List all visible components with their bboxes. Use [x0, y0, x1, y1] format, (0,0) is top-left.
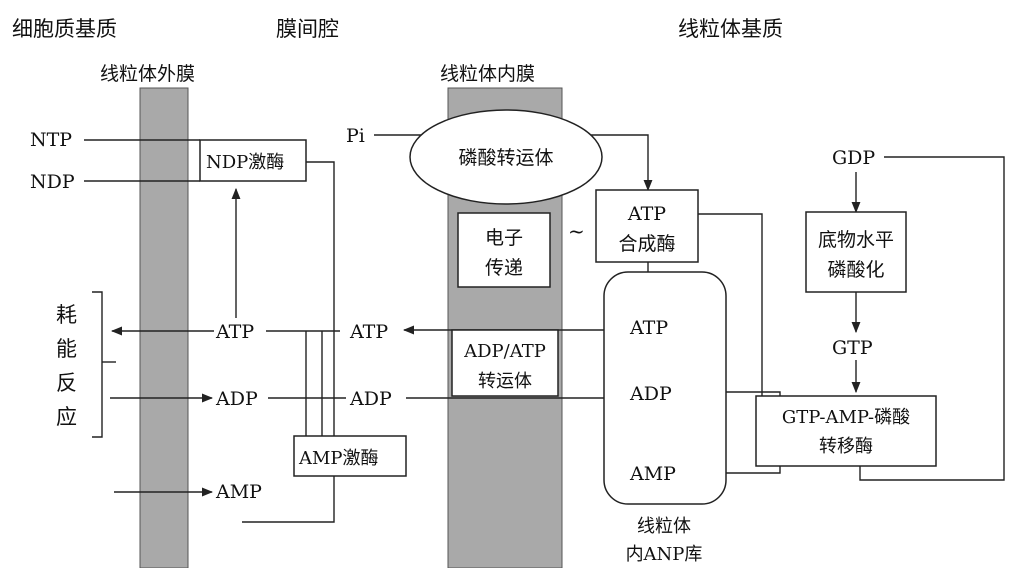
electron-transport-label-1: 电子: [485, 227, 523, 249]
anp-pool-box: [603, 271, 727, 505]
substrate-phosphorylation-label-1: 底物水平: [818, 229, 894, 251]
cytoplasm-header: 细胞质基质: [12, 17, 117, 41]
matrix-header: 线粒体基质: [678, 17, 783, 41]
anp-pool-label-1: 线粒体: [637, 516, 691, 537]
amp-matrix-label: AMP: [629, 463, 676, 485]
atp-synthase-box: [595, 189, 699, 263]
inner-membrane-label: 线粒体内膜: [440, 63, 535, 85]
energy-reaction-char-4: 应: [56, 405, 77, 429]
ndp-kinase-box: [199, 139, 307, 182]
coupling-symbol: ~: [568, 219, 585, 243]
adp-atp-transporter-box: [451, 329, 559, 397]
energy-reaction-char-1: 耗: [56, 303, 77, 327]
atp-intermembrane-label: ATP: [349, 321, 388, 343]
energy-bracket: [92, 291, 103, 438]
energy-reaction-char-2: 能: [56, 337, 77, 361]
outer-membrane: [139, 87, 189, 568]
gtp-label: GTP: [832, 337, 873, 359]
gtp-amp-transferase-label-1: GTP-AMP-磷酸: [782, 407, 910, 428]
intermembrane-header: 膜间腔: [276, 17, 339, 41]
atp-synthase-label-2: 合成酶: [618, 233, 675, 255]
gdp-label: GDP: [832, 147, 875, 169]
adp-intermembrane-label: ADP: [349, 388, 392, 410]
amp-cytoplasm-label: AMP: [215, 481, 262, 503]
substrate-phosphorylation-label-2: 磷酸化: [827, 259, 884, 281]
anp-pool-label-2: 内ANP库: [626, 544, 703, 565]
substrate-phosphorylation-box: [805, 211, 907, 293]
gtp-amp-transferase-box: [755, 395, 937, 467]
outer-membrane-label: 线粒体外膜: [100, 63, 195, 85]
gtp-amp-transferase-label-2: 转移酶: [819, 436, 873, 457]
ndp-kinase-link: [242, 161, 335, 523]
adp-atp-transporter-label-1: ADP/ATP: [463, 341, 546, 362]
atp-cytoplasm-label: ATP: [215, 321, 254, 343]
adp-atp-transporter-label-2: 转运体: [478, 371, 532, 392]
gdp-loop-line: [859, 156, 1005, 481]
atp-synthase-label-1: ATP: [627, 203, 666, 225]
adp-matrix-label: ADP: [629, 383, 672, 405]
atp-synthase-right-link: [698, 213, 763, 396]
energy-reaction-char-3: 反: [56, 371, 77, 395]
ndp-label: NDP: [30, 171, 75, 193]
phosphate-transporter-ellipse: [409, 109, 603, 205]
amp-kinase-label: AMP激酶: [298, 448, 379, 469]
electron-transport-label-2: 传递: [485, 257, 523, 279]
phosphate-transporter-label: 磷酸转运体: [458, 147, 553, 169]
electron-transport-box: [457, 212, 551, 288]
ntp-label: NTP: [30, 129, 72, 151]
adp-cytoplasm-label: ADP: [215, 388, 258, 410]
pi-label: Pi: [346, 125, 365, 147]
ndp-kinase-label: NDP激酶: [206, 152, 284, 173]
amp-kinase-box: [293, 435, 407, 477]
atp-matrix-label: ATP: [629, 317, 668, 339]
